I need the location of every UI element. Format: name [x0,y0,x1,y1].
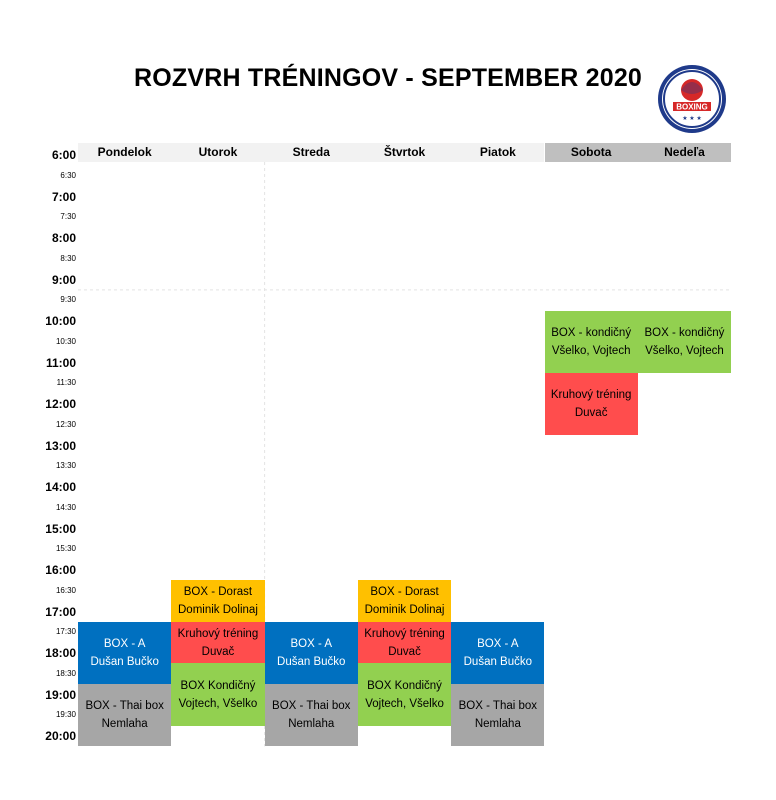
session-line: Dušan Bučko [277,656,346,668]
session-line: BOX - A [290,638,333,650]
hour-label: 13:00 [45,438,76,453]
session-line: BOX Kondičný [367,679,442,692]
hour-label: 11:00 [45,355,76,370]
half-hour-label: 11:30 [56,378,76,388]
day-header-0: Pondelok [78,143,172,162]
half-hour-label: 19:30 [55,710,76,720]
day-header-2: Streda [264,143,358,162]
half-hour-label: 8:30 [60,253,76,263]
day-header-3: Štvrtok [357,143,452,162]
hour-label: 18:00 [45,646,76,660]
session-block: BOX - A Dušan Bučko [451,621,545,685]
hour-label: 10:00 [45,314,76,328]
hour-label: 17:00 [45,604,76,619]
hour-label: 7:00 [51,189,76,204]
session-block: BOX - A Dušan Bučko [264,621,358,685]
hour-label: 12:00 [45,397,76,411]
half-hour-label: 16:30 [55,585,76,595]
session-line: BOX - Dorast [370,586,439,599]
day-header-5: Sobota [544,143,638,162]
day-header-1: Utorok [171,143,265,162]
session-line: Dušan Bučko [463,656,533,668]
half-hour-label: 12:30 [55,419,76,429]
day-header-4: Piatok [451,143,545,162]
session-line: Duvač [574,407,608,419]
half-hour-label: 7:30 [60,212,76,222]
hour-label: 15:00 [45,521,76,536]
session-line: Duvač [388,645,421,658]
session-line: Dominik Dolinaj [178,604,258,617]
half-hour-label: 18:30 [55,668,76,678]
hour-label: 8:00 [51,231,76,245]
hour-label: 20:00 [45,729,76,743]
session-line: Vojtech, Všelko [178,697,258,710]
session-line: BOX - Dorast [183,586,253,599]
session-line: BOX - Thai box [85,700,164,713]
half-hour-label: 14:30 [55,502,76,512]
day-header-6: Nedeľa [637,143,732,162]
svg-text:★ ★ ★: ★ ★ ★ [682,115,701,122]
session-line: BOX - kondičný [551,326,632,339]
session-line: Dominik Dolinaj [364,604,445,617]
session-line: Kruhový tréning [177,627,259,640]
logo-text: BOXING [676,103,708,112]
session-line: Dušan Bučko [90,656,159,668]
boxing-logo-icon: BOXING ★ ★ ★ [658,65,726,133]
session-line: BOX Kondičný [180,679,256,692]
hour-label: 9:00 [51,272,76,287]
session-line: BOX - A [477,638,519,650]
session-line: BOX - kondičný [644,326,725,339]
session-line: Duvač [201,645,235,658]
session-line: BOX - Thai box [272,700,351,713]
hour-label: 19:00 [45,687,76,702]
hour-label: 16:00 [45,563,76,577]
session-line: BOX - A [103,638,146,650]
session-line: Nemlaha [474,718,521,731]
session-line: BOX - Thai box [458,700,538,713]
session-block: BOX - A Dušan Bučko [78,621,172,685]
page-title: ROZVRH TRÉNINGOV - SEPTEMBER 2020 [133,64,643,92]
session-line: Všelko, Vojtech [551,344,631,357]
hour-label: 6:00 [51,148,76,162]
session-line: Nemlaha [288,718,335,731]
half-hour-label: 13:30 [55,461,76,471]
half-hour-label: 6:30 [60,170,76,180]
session-line: Vojtech, Všelko [365,697,444,710]
session-line: Nemlaha [101,718,148,731]
half-hour-label: 17:30 [55,627,76,637]
session-line: Všelko, Vojtech [645,344,724,357]
session-line: Kruhový tréning [364,627,445,640]
boxing-logo: BOXING ★ ★ ★ [657,64,727,134]
hour-label: 14:00 [45,480,76,494]
half-hour-label: 10:30 [55,336,76,346]
half-hour-label: 9:30 [60,295,76,305]
session-line: Kruhový tréning [550,389,632,401]
half-hour-label: 15:30 [55,544,76,554]
